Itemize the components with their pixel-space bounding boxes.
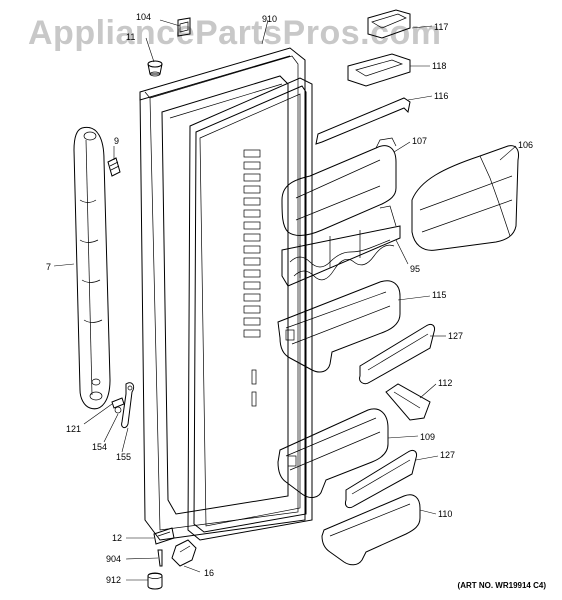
dairy-bin-118 [347,53,411,87]
bin-front-127-upper [359,323,435,385]
callout-107: 107 [412,136,428,146]
bin-115 [277,280,401,373]
callout-155: 155 [116,452,132,462]
bracket-104 [177,17,191,37]
callout-112: 112 [438,378,453,388]
callout-9: 9 [114,136,120,146]
callout-154: 154 [92,442,108,452]
part-112 [385,383,431,421]
callout-121: 121 [66,424,82,434]
trim-116 [315,97,411,145]
wire-shelf-95 [281,205,401,287]
watermark-text: AppliancePartsPros.com [28,14,442,52]
bottom-hinge-parts [147,527,197,590]
callout-7: 7 [46,262,52,272]
dairy-door-117 [367,9,411,39]
callout-118: 118 [432,61,447,71]
callout-127-lower: 127 [440,450,456,460]
callout-104: 104 [136,12,152,22]
callout-109: 109 [420,432,436,442]
art-number: (ART NO. WR19914 C4) [457,581,546,590]
callout-11: 11 [126,32,136,42]
lower-hardware [111,382,135,429]
callout-110: 110 [438,509,453,519]
bin-front-127-lower [345,449,417,509]
callout-12: 12 [112,533,123,543]
screw-9 [107,157,121,177]
shelf-ribs [243,149,261,407]
bin-109 [277,408,389,498]
callout-912: 912 [106,575,122,585]
callout-116: 116 [434,91,449,101]
callout-106: 106 [518,140,534,150]
callout-117: 117 [434,22,449,32]
bin-110 [321,494,421,566]
door-handle [73,126,111,410]
callout-910: 910 [262,14,278,24]
bin-106 [411,145,519,251]
leader-lines [53,19,517,581]
callout-95: 95 [410,264,421,274]
bin-107 [281,137,397,237]
callout-16: 16 [204,568,215,578]
callout-115: 115 [432,290,447,300]
hinge-pin-11 [147,60,163,77]
callout-904: 904 [106,554,122,564]
door-panel [139,47,306,541]
door-gasket [187,77,313,541]
callout-127-upper: 127 [448,331,464,341]
